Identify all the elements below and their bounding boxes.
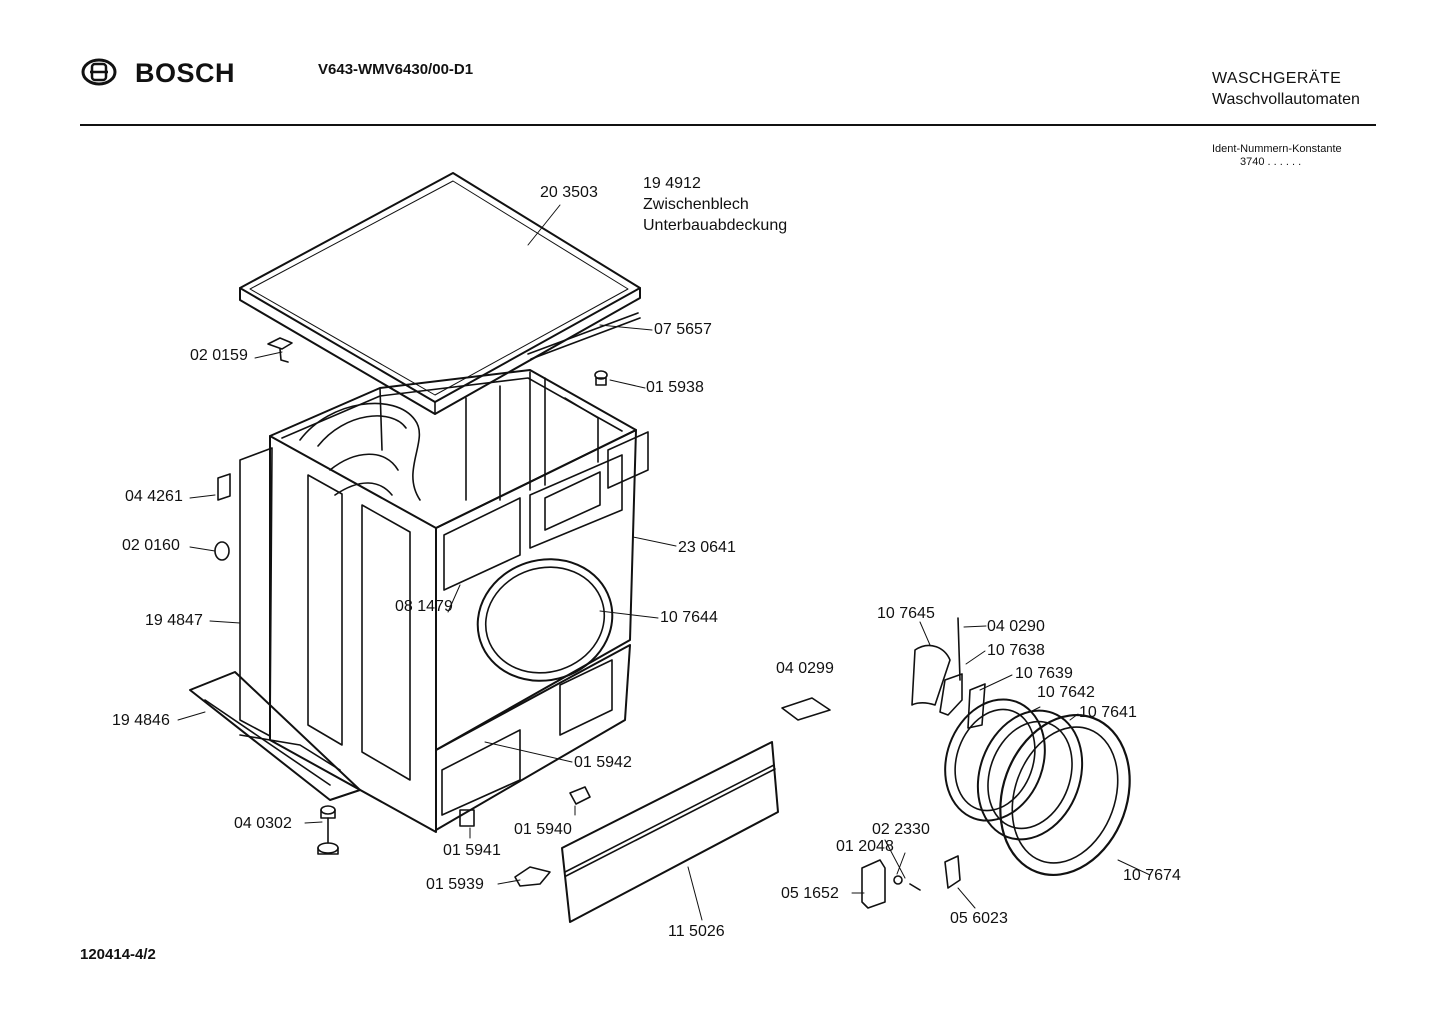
part-number-203503: 20 3503 xyxy=(540,184,598,201)
ident-label: Ident-Nummern-Konstante xyxy=(1212,143,1342,155)
part-number-015939: 01 5939 xyxy=(426,876,484,893)
leader-lines xyxy=(177,204,1151,921)
part-number-040299: 04 0299 xyxy=(776,660,834,677)
plug-part xyxy=(594,370,608,386)
part-number-075657: 07 5657 xyxy=(654,321,712,338)
part-number-051652: 05 1652 xyxy=(781,885,839,902)
top-cover-plate xyxy=(239,172,641,415)
bracket-part xyxy=(267,337,293,363)
part-number-056023: 05 6023 xyxy=(950,910,1008,927)
model-number: V643-WMV6430/00-D1 xyxy=(318,61,474,78)
part-number-015941: 01 5941 xyxy=(443,842,501,859)
part-number-015940: 01 5940 xyxy=(514,821,572,838)
door-lock-parts xyxy=(861,855,961,909)
part-number-015938: 01 5938 xyxy=(646,379,704,396)
part-number-020160: 02 0160 xyxy=(122,537,180,554)
part-number-107642: 10 7642 xyxy=(1037,684,1095,701)
plate-part xyxy=(781,697,831,721)
part-number-107644: 10 7644 xyxy=(660,609,718,626)
part-note-unterbauabdeckung: Unterbauabdeckung xyxy=(643,217,788,234)
bosch-armature-logo-icon xyxy=(81,58,117,86)
brand-name: BOSCH xyxy=(135,58,236,88)
ident-value: 3740 . . . . . . xyxy=(1240,156,1302,168)
part-number-107639: 10 7639 xyxy=(1015,665,1073,682)
header-divider xyxy=(80,124,1376,126)
part-note-zwischenblech: Zwischenblech xyxy=(643,196,749,213)
part-number-107641: 10 7641 xyxy=(1079,704,1137,721)
part-number-081479: 08 1479 xyxy=(395,598,453,615)
part-number-194912: 19 4912 xyxy=(643,175,701,192)
part-number-107674: 10 7674 xyxy=(1123,867,1181,884)
part-number-107638: 10 7638 xyxy=(987,642,1045,659)
door-rings xyxy=(944,698,1131,877)
part-number-015942: 01 5942 xyxy=(574,754,632,771)
part-number-230641: 23 0641 xyxy=(678,539,736,556)
adjustable-foot xyxy=(317,805,339,855)
category-subtitle: Waschvollautomaten xyxy=(1212,91,1360,108)
category-title: WASCHGERÄTE xyxy=(1212,70,1342,87)
hinge-parts xyxy=(911,617,986,729)
part-number-194846: 19 4846 xyxy=(112,712,170,729)
drawing-code: 120414-4/2 xyxy=(80,946,156,963)
part-number-044261: 04 4261 xyxy=(125,488,183,505)
cabinet-frame xyxy=(189,369,649,833)
base-panel xyxy=(561,741,779,923)
part-number-020159: 02 0159 xyxy=(190,347,248,364)
part-number-194847: 19 4847 xyxy=(145,612,203,629)
part-number-107645: 10 7645 xyxy=(877,605,935,622)
part-number-040290: 04 0290 xyxy=(987,618,1045,635)
part-number-012048: 01 2048 xyxy=(836,838,894,855)
seal-strip xyxy=(527,312,641,360)
part-number-040302: 04 0302 xyxy=(234,815,292,832)
part-number-115026: 11 5026 xyxy=(668,923,725,940)
part-number-022330: 02 2330 xyxy=(872,821,930,838)
